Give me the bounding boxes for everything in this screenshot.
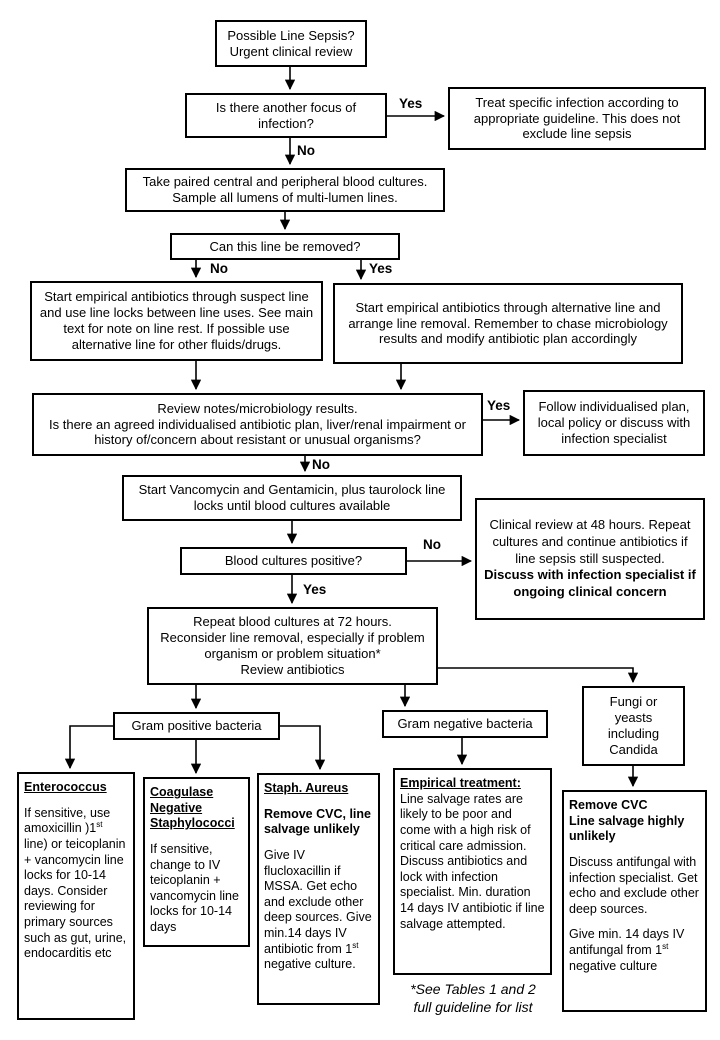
node-text: Gram negative bacteria [397, 716, 533, 732]
node-body: If sensitive, use amoxicillin )1st line)… [24, 806, 128, 962]
node-text: Treat specific infection according to ap… [473, 94, 681, 142]
body-text: Give IV flucloxacillin if MSSA. Get echo… [264, 847, 372, 956]
node-body: Give IV flucloxacillin if MSSA. Get echo… [264, 848, 373, 973]
label-yes-individual-plan: Yes [487, 398, 511, 413]
node-body: If sensitive, change to IV teicoplanin +… [150, 841, 239, 934]
node-text: Take paired central and peripheral blood… [142, 174, 428, 205]
label-no-another-focus: No [297, 143, 315, 158]
node-alternative-line-antibiotics: Start empirical antibiotics through alte… [333, 283, 683, 364]
node-text: Repeat blood cultures at 72 hours. Recon… [160, 614, 425, 677]
label-yes-line-removed: Yes [369, 261, 393, 276]
superscript: st [662, 941, 669, 951]
node-treat-specific-infection: Treat specific infection according to ap… [448, 87, 706, 150]
node-text: Is there another focus of infection? [215, 99, 357, 131]
label-yes-cultures-positive: Yes [303, 582, 327, 597]
node-title: Coagulase Negative Staphylococci [150, 785, 235, 831]
node-text: Gram positive bacteria [131, 718, 262, 734]
body-text: negative culture [569, 958, 658, 973]
node-text: Start Vancomycin and Gentamicin, plus ta… [138, 482, 446, 513]
node-gram-negative: Gram negative bacteria [382, 710, 548, 738]
node-another-focus: Is there another focus of infection? [185, 93, 387, 138]
node-text: Start empirical antibiotics through alte… [348, 299, 668, 347]
node-review-notes: Review notes/microbiology results. Is th… [32, 393, 483, 456]
superscript: st [352, 940, 359, 950]
node-repeat-cultures-72h: Repeat blood cultures at 72 hours. Recon… [147, 607, 438, 685]
node-clinical-review-48h: Clinical review at 48 hours. Repeat cult… [475, 498, 705, 620]
node-text: Clinical review at 48 hours. Repeat cult… [483, 517, 697, 601]
node-empirical-treatment: Empirical treatment: Line salvage rates … [393, 768, 552, 975]
node-remove-cvc-antifungal: Remove CVC Line salvage highly unlikely … [562, 790, 707, 1012]
node-text: Fungi or yeasts including Candida [607, 694, 660, 757]
node-blood-cultures-positive: Blood cultures positive? [180, 547, 407, 575]
label-no-individual-plan: No [312, 457, 330, 472]
label-yes-another-focus: Yes [399, 96, 423, 111]
node-text: Start empirical antibiotics through susp… [39, 289, 314, 352]
node-follow-individualised-plan: Follow individualised plan, local policy… [523, 390, 705, 456]
label-no-line-removed: No [210, 261, 228, 276]
footnote-tables: *See Tables 1 and 2 full guideline for l… [410, 981, 536, 1015]
node-take-cultures: Take paired central and peripheral blood… [125, 168, 445, 212]
node-title: Empirical treatment: [400, 776, 521, 790]
node-title: Staph. Aureus [264, 781, 349, 795]
node-suspect-line-antibiotics: Start empirical antibiotics through susp… [30, 281, 323, 361]
body-text: Give min. 14 days IV antifungal from 1 [569, 927, 685, 957]
node-can-line-be-removed: Can this line be removed? [170, 233, 400, 260]
label-no-cultures-positive: No [423, 537, 441, 552]
node-text: Blood cultures positive? [224, 553, 363, 569]
node-fungi-yeasts: Fungi or yeasts including Candida [582, 686, 685, 766]
node-subtitle: Remove CVC Line salvage highly unlikely [569, 798, 685, 844]
node-text: Can this line be removed? [209, 238, 361, 254]
node-text: Follow individualised plan, local policy… [537, 399, 691, 446]
node-enterococcus: Enterococcus If sensitive, use amoxicill… [17, 772, 135, 1020]
node-body-text: Clinical review at 48 hours. Repeat cult… [489, 516, 691, 566]
node-possible-line-sepsis: Possible Line Sepsis? Urgent clinical re… [215, 20, 367, 67]
node-body: Discuss antifungal with infection specia… [569, 854, 699, 916]
node-title: Enterococcus [24, 780, 107, 794]
body-text: negative culture. [264, 957, 356, 972]
body-text: line) or teicoplanin + vancomycin line l… [24, 836, 127, 961]
node-gram-positive: Gram positive bacteria [113, 712, 280, 740]
node-text: Possible Line Sepsis? Urgent clinical re… [227, 27, 355, 59]
node-body: Give min. 14 days IV antifungal from 1st… [569, 927, 700, 974]
node-start-vancomycin-gentamicin: Start Vancomycin and Gentamicin, plus ta… [122, 475, 462, 521]
node-staph-aureus: Staph. Aureus Remove CVC, line salvage u… [257, 773, 380, 1005]
node-coagulase-negative-staphylococci: Coagulase Negative Staphylococci If sens… [143, 777, 250, 947]
superscript: st [96, 820, 103, 830]
body-text: If sensitive, use amoxicillin )1 [24, 805, 111, 836]
node-body: Line salvage rates are likely to be poor… [400, 791, 545, 931]
node-subtitle: Remove CVC, line salvage unlikely [264, 806, 371, 837]
node-bold-text: Discuss with infection specialist if ong… [484, 567, 696, 600]
node-text: Review notes/microbiology results. Is th… [49, 400, 466, 448]
